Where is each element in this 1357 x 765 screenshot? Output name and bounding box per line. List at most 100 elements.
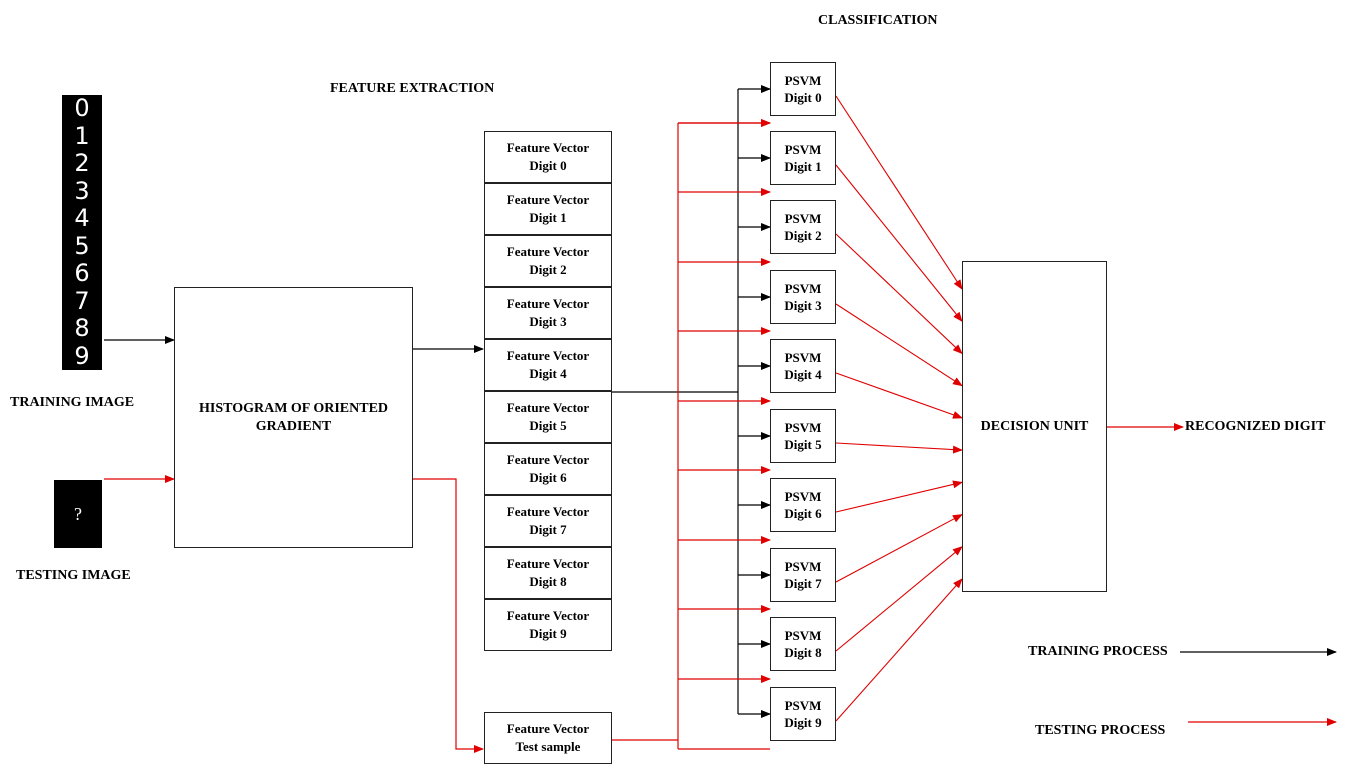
psvm-line1: PSVM — [785, 210, 822, 227]
fv-line1: Feature Vector — [507, 607, 589, 625]
psvm-line2: Digit 8 — [784, 644, 821, 661]
training-digit: 9 — [74, 343, 89, 370]
training-digit: 3 — [74, 178, 89, 205]
psvm-line1: PSVM — [785, 72, 822, 89]
recognized-digit-label: RECOGNIZED DIGIT — [1185, 420, 1325, 434]
hog-label-line2: GRADIENT — [256, 418, 331, 436]
psvm-line2: Digit 9 — [784, 714, 821, 731]
training-image: 0 1 2 3 4 5 6 7 8 9 — [62, 95, 102, 370]
psvm-line1: PSVM — [785, 141, 822, 158]
hog-label-line1: HISTOGRAM OF ORIENTED — [199, 400, 388, 418]
psvm-line1: PSVM — [785, 558, 822, 575]
psvm-to-decision-arrow — [836, 304, 962, 386]
training-digit: 0 — [74, 95, 89, 122]
fv-line1: Feature Vector — [507, 191, 589, 209]
fv-line2: Digit 2 — [529, 261, 566, 279]
hog-to-test-sample-arrow — [412, 479, 483, 749]
psvm-to-decision-lines — [836, 96, 962, 721]
fv-line1: Feature Vector — [507, 503, 589, 521]
fv-line1: Feature Vector — [507, 451, 589, 469]
psvm-line1: PSVM — [785, 349, 822, 366]
fv-line1: Feature Vector — [507, 295, 589, 313]
psvm-line2: Digit 7 — [784, 575, 821, 592]
fv-line2: Test sample — [516, 738, 581, 756]
psvm-line2: Digit 0 — [784, 89, 821, 106]
hog-box: HISTOGRAM OF ORIENTED GRADIENT — [174, 287, 413, 548]
fv-line2: Digit 0 — [529, 157, 566, 175]
psvm-line1: PSVM — [785, 627, 822, 644]
fv-line1: Feature Vector — [507, 555, 589, 573]
fv-line2: Digit 3 — [529, 313, 566, 331]
psvm-to-decision-arrow — [836, 443, 962, 450]
training-digit: 8 — [74, 315, 89, 342]
psvm-line1: PSVM — [785, 488, 822, 505]
fv-line1: Feature Vector — [507, 243, 589, 261]
psvm-to-decision-arrow — [836, 579, 962, 721]
training-digit: 6 — [74, 260, 89, 287]
psvm-to-decision-arrow — [836, 96, 962, 289]
fv-line1: Feature Vector — [507, 139, 589, 157]
decision-unit-box: DECISION UNIT — [962, 261, 1107, 592]
training-image-label: TRAINING IMAGE — [10, 396, 134, 410]
psvm-to-decision-arrow — [836, 165, 962, 321]
fv-line2: Digit 9 — [529, 625, 566, 643]
decision-unit-label: DECISION UNIT — [981, 418, 1089, 436]
psvm-to-decision-arrow — [836, 515, 962, 582]
fv-line2: Digit 1 — [529, 209, 566, 227]
legend-training-label: TRAINING PROCESS — [1028, 645, 1168, 659]
fv-line2: Digit 4 — [529, 365, 566, 383]
fv-line2: Digit 7 — [529, 521, 566, 539]
feature-vector-box-6: Feature VectorDigit 6 — [484, 443, 612, 495]
testing-image: ? — [54, 480, 102, 548]
fv-line2: Digit 8 — [529, 573, 566, 591]
legend-testing-label: TESTING PROCESS — [1035, 724, 1165, 738]
psvm-line2: Digit 4 — [784, 366, 821, 383]
psvm-line2: Digit 1 — [784, 158, 821, 175]
classification-title: CLASSIFICATION — [818, 14, 938, 28]
psvm-to-decision-arrow — [836, 482, 962, 512]
feature-extraction-title: FEATURE EXTRACTION — [330, 82, 494, 96]
psvm-line2: Digit 3 — [784, 297, 821, 314]
psvm-line2: Digit 2 — [784, 227, 821, 244]
psvm-line1: PSVM — [785, 280, 822, 297]
psvm-to-decision-arrow — [836, 373, 962, 418]
training-digit: 4 — [74, 205, 89, 232]
training-digit: 2 — [74, 150, 89, 177]
psvm-line1: PSVM — [785, 419, 822, 436]
fv-line1: Feature Vector — [507, 399, 589, 417]
fv-line2: Digit 5 — [529, 417, 566, 435]
psvm-to-decision-arrow — [836, 547, 962, 651]
psvm-line2: Digit 5 — [784, 436, 821, 453]
question-mark-icon: ? — [74, 504, 82, 525]
training-digit: 1 — [74, 123, 89, 150]
testing-image-label: TESTING IMAGE — [16, 569, 131, 583]
psvm-line1: PSVM — [785, 697, 822, 714]
psvm-line2: Digit 6 — [784, 505, 821, 522]
fv-line2: Digit 6 — [529, 469, 566, 487]
psvm-to-decision-arrow — [836, 234, 962, 353]
training-digit: 5 — [74, 233, 89, 260]
fv-line1: Feature Vector — [507, 720, 589, 738]
training-digit: 7 — [74, 288, 89, 315]
fv-line1: Feature Vector — [507, 347, 589, 365]
